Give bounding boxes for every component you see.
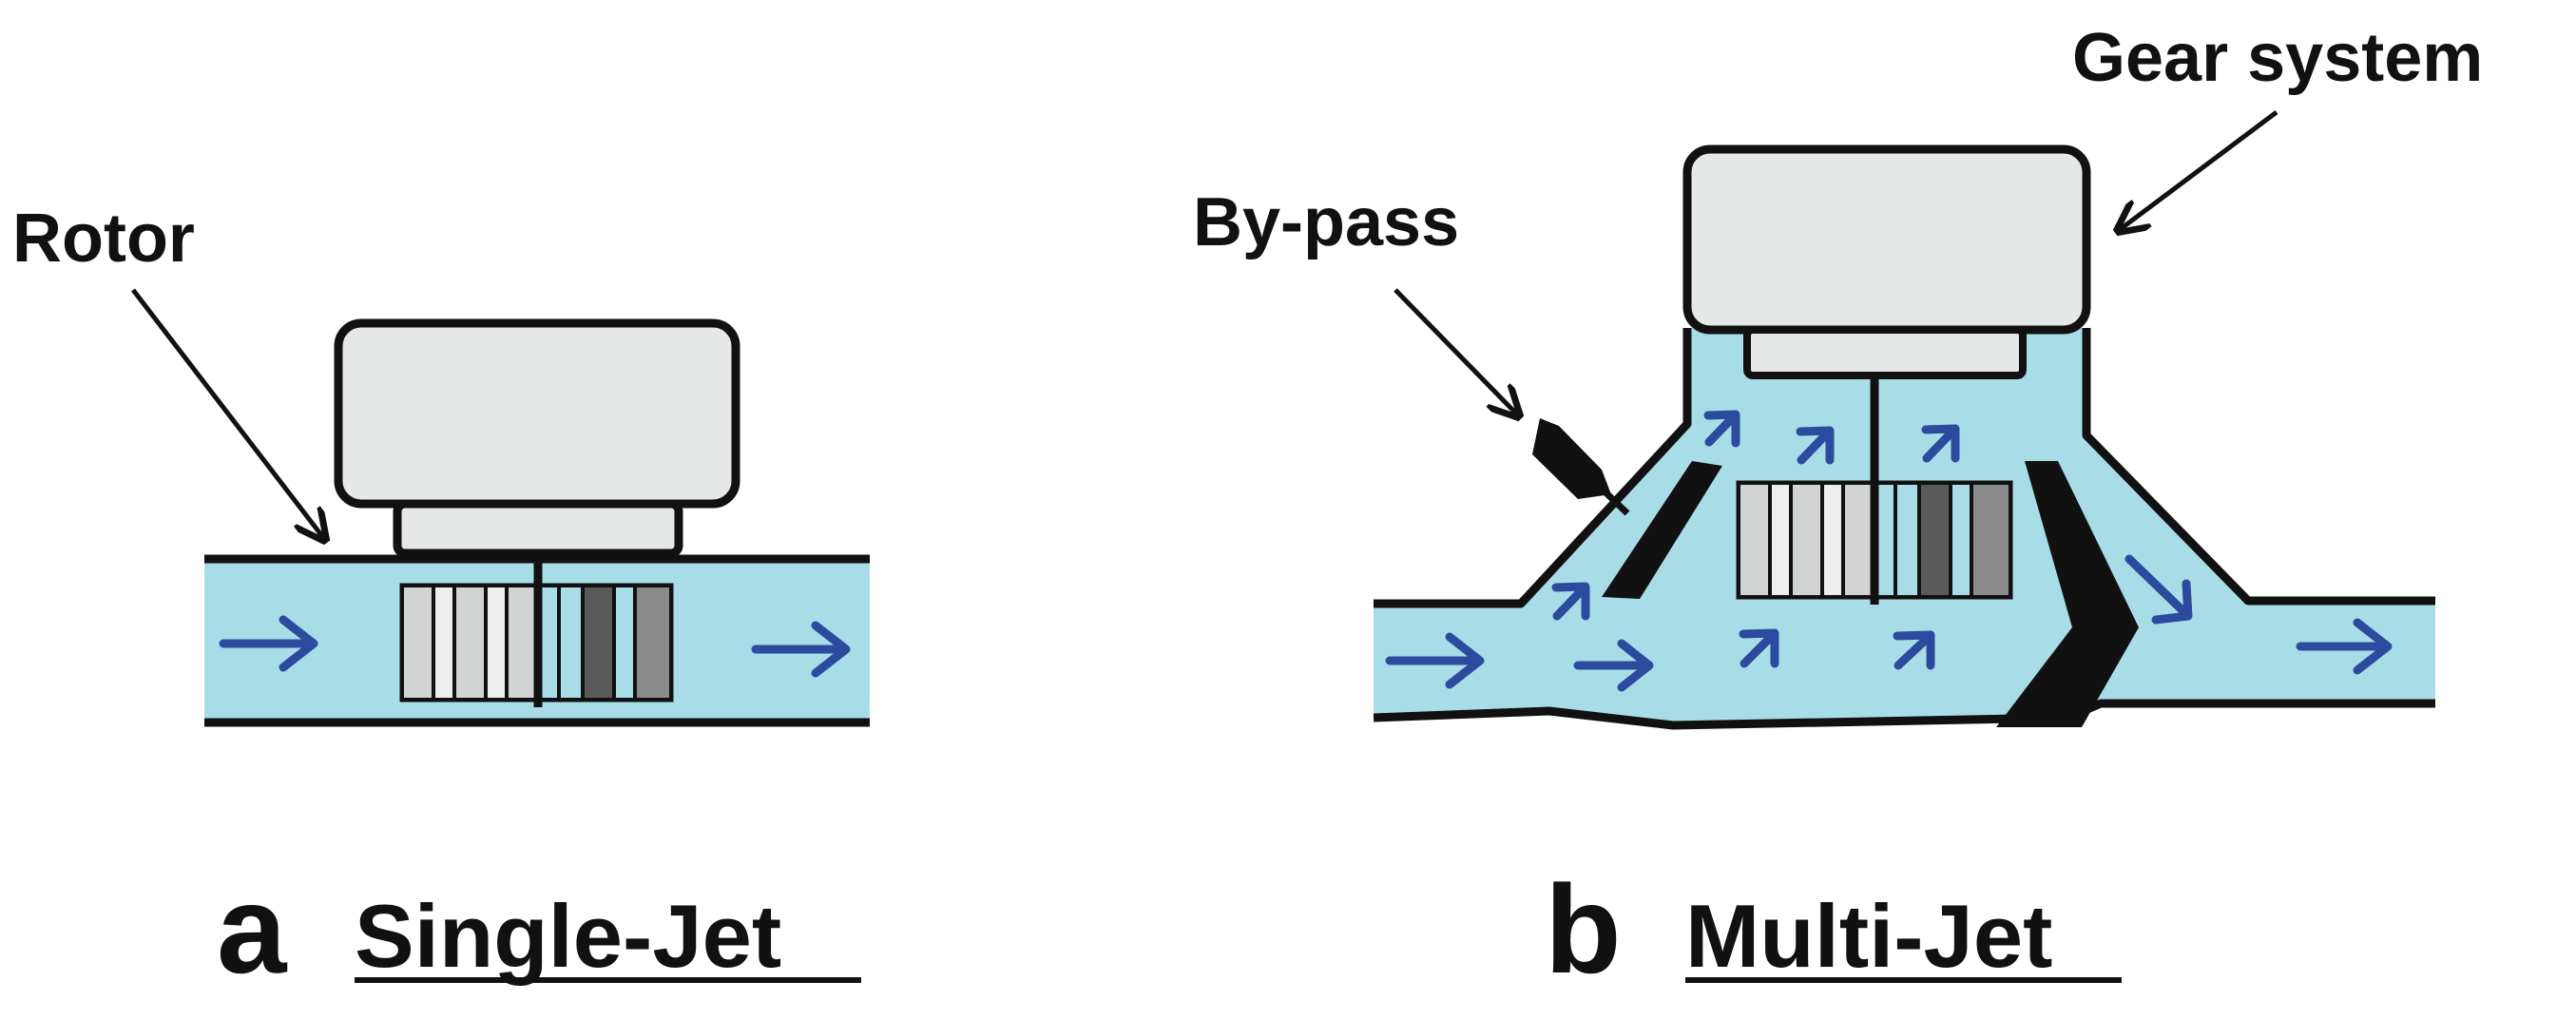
flow-arrow bbox=[1893, 630, 1935, 670]
panel-b-letter: b bbox=[1545, 859, 1622, 999]
multi-jet-inner-plate bbox=[1743, 326, 2027, 379]
gear-system-label: Gear system bbox=[2072, 20, 2483, 96]
multi-jet-rotor bbox=[1736, 375, 2013, 605]
flow-arrow bbox=[1703, 410, 1740, 448]
single-jet-rotor bbox=[399, 553, 674, 707]
flow-arrow bbox=[219, 615, 318, 672]
panel-b-title: Multi-Jet bbox=[1685, 886, 2052, 986]
single-jet-flow-arrows bbox=[219, 615, 851, 678]
flow-arrow bbox=[1921, 424, 1960, 463]
flow-arrow bbox=[751, 621, 851, 678]
bypass-pointer-arrow bbox=[1394, 288, 1519, 416]
single-jet-register-housing bbox=[334, 318, 740, 509]
panel-a-title: Single-Jet bbox=[355, 886, 781, 986]
flow-arrow bbox=[2296, 618, 2393, 675]
bypass-label: By-pass bbox=[1193, 184, 1459, 260]
left-baffle bbox=[1602, 461, 1722, 599]
right-baffle bbox=[1996, 461, 2139, 727]
gear-system-pointer-arrow bbox=[2118, 109, 2278, 231]
single-jet-housing-base bbox=[393, 499, 683, 558]
single-jet-meter: Rotor a Single-Jet bbox=[12, 201, 870, 999]
flow-arrow bbox=[1796, 426, 1835, 465]
multi-jet-flow-arrows bbox=[1385, 410, 2393, 692]
bypass-screw bbox=[1532, 418, 1630, 516]
flow-arrow bbox=[1551, 582, 1590, 621]
gear-system-housing bbox=[1682, 144, 2091, 335]
panel-a-letter: a bbox=[217, 859, 288, 999]
rotor-label: Rotor bbox=[12, 201, 195, 277]
flow-arrow bbox=[1739, 628, 1779, 668]
flow-arrow bbox=[1573, 639, 1654, 692]
flow-arrow bbox=[1385, 632, 1485, 689]
multi-jet-meter: By-pass Gear system b Multi-Jet bbox=[1193, 20, 2483, 999]
rotor-pointer-arrow bbox=[131, 288, 325, 540]
flow-arrow bbox=[2124, 554, 2193, 625]
